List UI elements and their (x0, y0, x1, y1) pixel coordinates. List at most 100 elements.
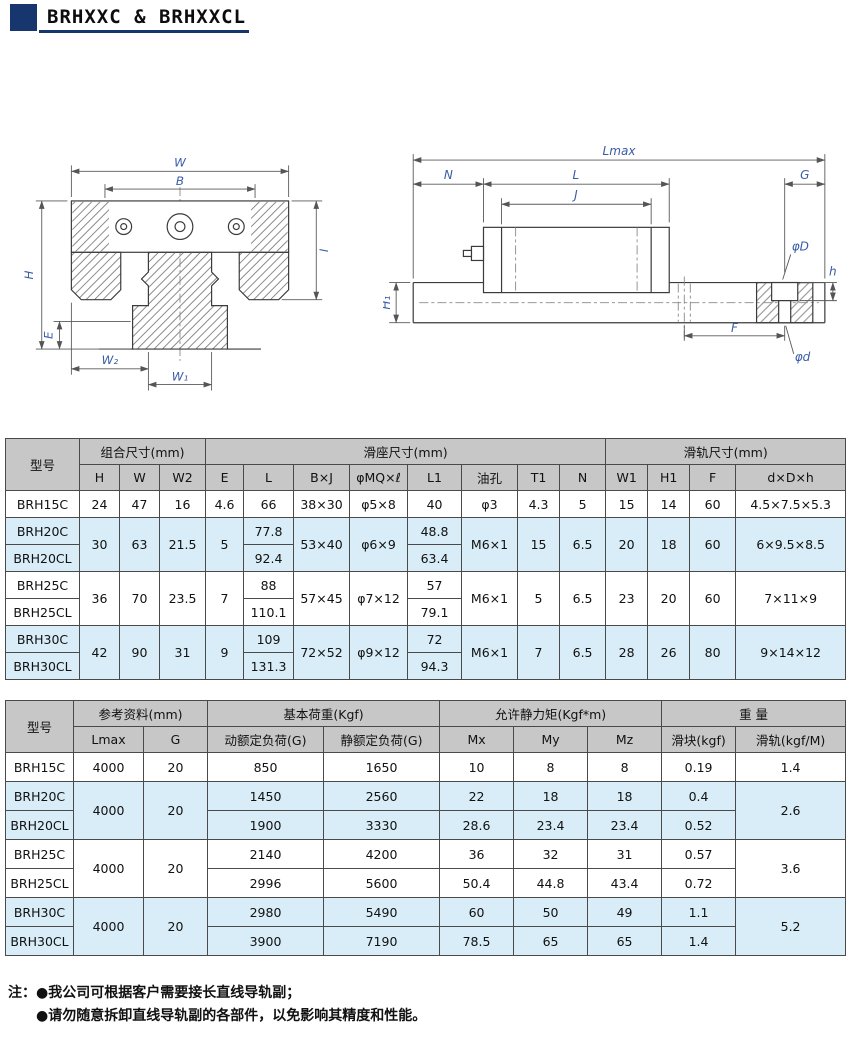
table-row: BRH20C 4000 20 1450 2560 22 18 18 0.4 2.… (5, 781, 847, 840)
table-cell: 6.5 (559, 517, 607, 572)
table-row: BRH25C 4000 20 2140 4200 36 32 31 0.57 3… (5, 839, 847, 898)
table-row: BRH30C 42 90 31 9 109 72×52 φ9×12 72 M6×… (5, 625, 847, 680)
table-cell: 20 (142, 897, 209, 956)
column-header: d×D×h (735, 464, 847, 491)
dim-label-D: φD (792, 239, 809, 253)
note-item: ●请勿随意拆卸直线导轨副的各部件，以免影响其精度和性能。 (36, 1007, 427, 1024)
table-cell: 22 (439, 781, 515, 811)
model-cell: BRH20CL (5, 810, 74, 840)
table-cell: 4.6 (205, 490, 245, 518)
table-cell: 36 (439, 839, 515, 869)
table-cell: 131.3 (243, 652, 295, 680)
table-cell: 20 (647, 571, 691, 626)
table-cell: 50.4 (439, 868, 515, 898)
column-header: T1 (517, 464, 561, 491)
table-cell: 1.4 (661, 926, 737, 956)
column-header: 静额定负荷(G) (323, 726, 441, 753)
brand-square (10, 4, 37, 31)
table-cell: φ3 (461, 490, 519, 518)
table-cell: 0.57 (661, 839, 737, 869)
front-view-drawing: W B H E I W₂ (22, 155, 331, 391)
table-cell: φ5×8 (349, 490, 409, 518)
column-header: G (142, 726, 209, 753)
table-cell: 23.5 (158, 571, 207, 626)
table-cell: 9 (205, 625, 245, 680)
table-row: BRH30CL 131.3 94.3 (5, 652, 846, 680)
table-cell: 8 (513, 752, 589, 782)
table-cell: 42 (79, 625, 120, 680)
model-cell: BRH20C (5, 517, 80, 545)
table-cell: 57 (407, 571, 463, 599)
column-header: φMQ×ℓ (349, 464, 409, 491)
column-header: F (689, 464, 737, 491)
table-cell: 9×14×12 (735, 625, 847, 680)
table-row: BRH30C 4000 20 2980 5490 60 50 49 1.1 5.… (5, 897, 847, 956)
table-row: BRH20CL 92.4 63.4 (5, 544, 846, 572)
model-cell: BRH25C (5, 839, 74, 869)
table-cell: 4.5×7.5×5.3 (735, 490, 847, 518)
table-cell: 60 (689, 571, 737, 626)
table-cell: 47 (119, 490, 160, 518)
model-cell: BRH20C (5, 781, 74, 811)
group-header: 滑轨尺寸(mm) (605, 438, 847, 465)
model-cell: BRH15C (5, 752, 74, 782)
table-cell: 4000 (73, 752, 144, 782)
table-cell: 70 (119, 571, 160, 626)
table-cell: 20 (142, 781, 209, 840)
dim-label-hole-depth: h (829, 265, 837, 279)
table-cell: 44.8 (513, 868, 589, 898)
column-header: H (79, 464, 120, 491)
table-cell: 53×40 (293, 517, 351, 572)
column-header: N (559, 464, 607, 491)
table-cell: 7 (205, 571, 245, 626)
model-cell: BRH25CL (5, 598, 80, 626)
table-cell: 2996 (207, 868, 325, 898)
group-header: 滑座尺寸(mm) (205, 438, 607, 465)
group-header-row: 型号 组合尺寸(mm) 滑座尺寸(mm) 滑轨尺寸(mm) (5, 438, 847, 491)
carriage-side (462, 226, 670, 294)
table-cell: 72×52 (293, 625, 351, 680)
note-item: ●我公司可根据客户需要接长直线导轨副； (36, 985, 301, 1001)
table-cell: 78.5 (439, 926, 515, 956)
table-cell: 80 (689, 625, 737, 680)
table-cell: 57×45 (293, 571, 351, 626)
table-cell: 30 (79, 517, 120, 572)
table-row: BRH20C 30 63 21.5 5 77.8 53×40 φ6×9 48.8… (5, 517, 847, 572)
table-cell: 7190 (323, 926, 441, 956)
table-cell: 28 (605, 625, 649, 680)
column-header: 型号 (5, 700, 74, 753)
table-cell: 26 (647, 625, 691, 680)
table-cell: 66 (243, 490, 295, 518)
dim-label-j: J (572, 188, 578, 202)
table-row: BRH25CL 110.1 79.1 (5, 598, 846, 626)
notes-label: 注： (8, 985, 36, 1001)
table-cell: 72 (407, 625, 463, 653)
table-cell: 7×11×9 (735, 571, 847, 626)
dim-label-g: G (800, 168, 809, 182)
table-cell: 63.4 (407, 544, 463, 572)
carriage-section (70, 200, 290, 301)
table-cell: 3330 (323, 810, 441, 840)
model-cell: BRH15C (5, 490, 80, 518)
dim-label-e: E (42, 331, 56, 339)
table-cell: 23 (605, 571, 649, 626)
group-header: 参考资料(mm) (72, 700, 209, 727)
table-cell: 4000 (73, 781, 144, 840)
table-cell: 38×30 (293, 490, 351, 518)
table-cell: 5 (559, 490, 607, 518)
table-cell: 18 (587, 781, 663, 811)
column-header: 滑轨(kgf/M) (735, 726, 847, 753)
table-cell: 92.4 (243, 544, 295, 572)
notes: 注： ●我公司可根据客户需要接长直线导轨副； ●请勿随意拆卸直线导轨副的各部件，… (8, 982, 426, 1027)
sub-header-row: H W W2 E L B×J φMQ×ℓ L1 油孔 T1 N W1 H1 F … (6, 464, 847, 491)
rail-section (99, 251, 261, 350)
dim-label-f: F (731, 321, 739, 335)
table-cell: 14 (647, 490, 691, 518)
table-cell: 110.1 (243, 598, 295, 626)
table-row: BRH15C 24 47 16 4.6 66 38×30 φ5×8 40 φ3 … (5, 490, 847, 518)
table-cell: 60 (439, 897, 515, 927)
model-cell: BRH25C (5, 571, 80, 599)
table-cell: 4.3 (517, 490, 561, 518)
column-header: 油孔 (461, 464, 519, 491)
table-cell: 48.8 (407, 517, 463, 545)
